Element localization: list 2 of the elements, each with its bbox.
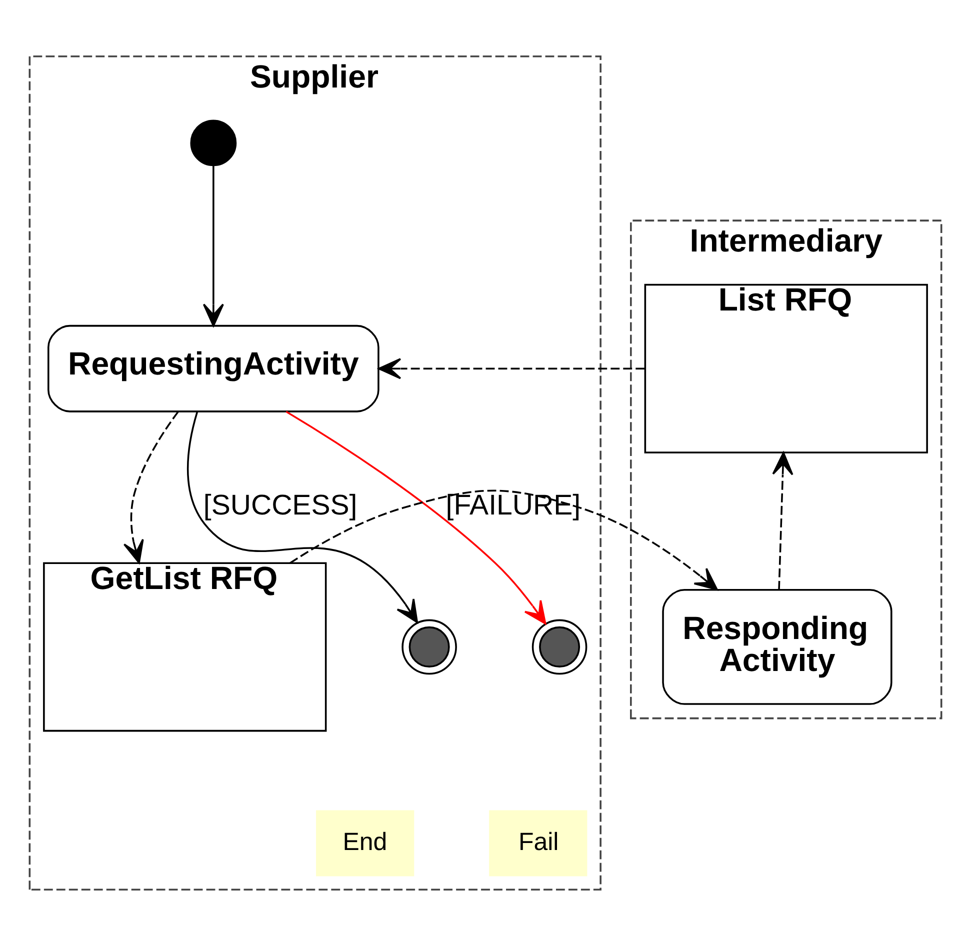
edge-label: [SUCCESS] bbox=[203, 490, 358, 522]
edge-label: [FAILURE] bbox=[446, 490, 581, 522]
